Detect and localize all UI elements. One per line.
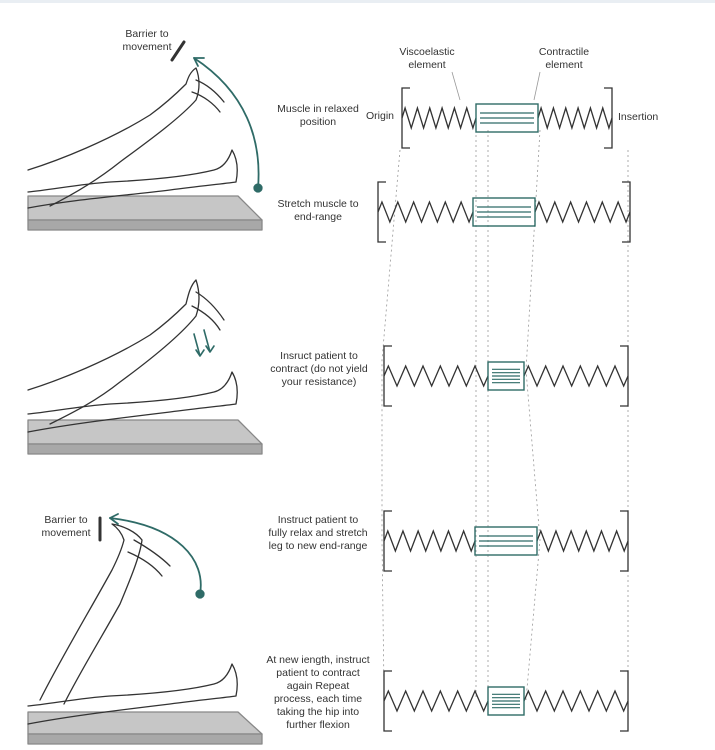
table-side-1 <box>27 219 263 231</box>
muscle-model-4 <box>383 510 629 572</box>
barrier-label-top: Barrier to movement <box>122 28 172 53</box>
resting-leg-2 <box>27 371 238 433</box>
origin-label: Origin <box>366 110 395 122</box>
viscoelastic-spring-left <box>401 105 477 131</box>
contractile-element-label: Contractile element <box>538 46 590 71</box>
arc-arrow-1 <box>193 57 260 189</box>
guide-origin <box>381 149 401 691</box>
contractile-element <box>475 103 539 133</box>
contractile-element <box>474 526 538 556</box>
panel-2-illustration <box>27 279 263 455</box>
hand-1 <box>191 79 225 113</box>
top-border <box>0 0 715 3</box>
table-top-2 <box>27 419 263 445</box>
guide-lines <box>381 71 629 701</box>
origin-bracket <box>377 181 386 243</box>
table-side-3 <box>27 733 263 745</box>
origin-bracket <box>383 670 392 732</box>
muscle-model-2 <box>377 181 631 243</box>
insertion-bracket <box>620 345 629 407</box>
viscoelastic-spring-right <box>523 364 629 388</box>
barrier-label-bottom: Barrier to movement <box>41 514 91 539</box>
viscoelastic-spring-right <box>534 200 631 224</box>
panel-1-illustration <box>27 40 263 231</box>
step-label-2: Stretch muscle to end-range <box>277 198 359 223</box>
table-side-2 <box>27 443 263 455</box>
guide-header-visco <box>451 71 461 101</box>
hand-3 <box>127 539 171 577</box>
step-label-3: Insruct patient to contract (do not yiel… <box>270 350 368 388</box>
insertion-bracket <box>620 670 629 732</box>
arc-head-3 <box>109 513 119 525</box>
insertion-bracket <box>622 181 631 243</box>
arc-arrow-3 <box>109 517 202 595</box>
guide-center-right <box>525 129 541 701</box>
viscoelastic-spring-left <box>383 529 476 553</box>
muscle-model-3 <box>383 345 629 407</box>
contractile-element <box>487 361 525 391</box>
table-top-3 <box>27 711 263 735</box>
arc-dot-3 <box>195 589 205 599</box>
arc-dot-1 <box>253 183 263 193</box>
insertion-bracket <box>620 510 629 572</box>
insertion-label: Insertion <box>618 111 659 123</box>
viscoelastic-spring-left <box>383 689 489 713</box>
viscoelastic-spring-right <box>523 689 629 713</box>
viscoelastic-spring-right <box>536 529 629 553</box>
panel-3-illustration <box>27 513 263 745</box>
contractile-element <box>472 197 536 227</box>
muscle-model-1 <box>401 87 613 149</box>
resting-leg-3 <box>27 663 238 725</box>
origin-bracket <box>383 345 392 407</box>
raised-leg-2 <box>27 279 200 425</box>
hand-2 <box>191 291 225 331</box>
origin-bracket <box>383 510 392 572</box>
step-label-5: At new iength, instruct patient to contr… <box>266 654 370 731</box>
viscoelastic-element-label: Viscoelastic element <box>399 46 455 71</box>
muscle-models <box>377 87 631 732</box>
push-arrows <box>193 329 215 357</box>
viscoelastic-spring-right <box>537 105 613 131</box>
viscoelastic-spring-left <box>377 200 474 224</box>
resting-leg-1 <box>27 149 238 209</box>
muscle-model-5 <box>383 670 629 732</box>
raised-leg-3 <box>39 523 143 705</box>
guide-header-contr <box>533 71 541 101</box>
barrier-line-1 <box>170 40 186 62</box>
step-label-4: Instruct patient to fully relax and stre… <box>268 514 368 552</box>
raised-leg-1 <box>27 67 200 207</box>
viscoelastic-spring-left <box>383 364 489 388</box>
step-label-1: Muscle in relaxed position <box>277 103 359 128</box>
arc-head-1 <box>193 57 205 67</box>
contractile-element <box>487 686 525 716</box>
